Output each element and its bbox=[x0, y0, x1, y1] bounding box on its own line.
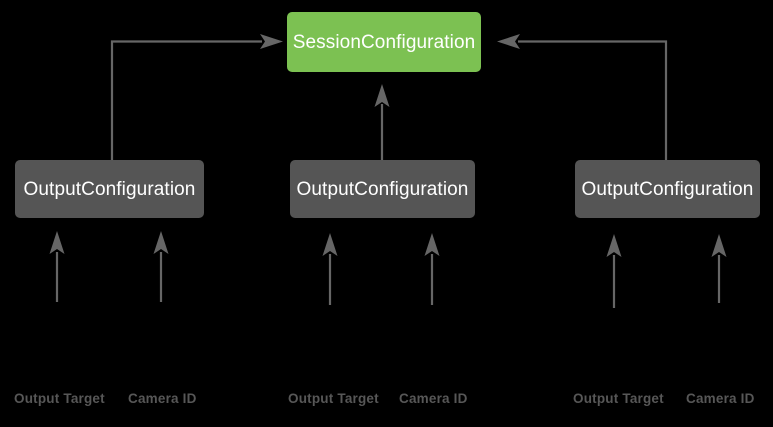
leaf-label-output-target-2-text: Output Target bbox=[288, 391, 379, 406]
edge-leaf-2-to-left-output bbox=[153, 231, 169, 302]
node-output-configuration-1-label: OutputConfiguration bbox=[23, 178, 196, 200]
edge-leaf-6-to-right-output bbox=[711, 234, 727, 303]
leaf-label-camera-id-3-text: Camera ID bbox=[686, 391, 755, 406]
edge-middle-output-to-session bbox=[374, 84, 390, 160]
leaf-label-camera-id-3: Camera ID bbox=[686, 392, 755, 406]
leaf-label-camera-id-1-text: Camera ID bbox=[128, 391, 197, 406]
edge-leaf-5-to-right-output bbox=[606, 234, 622, 308]
edge-leaf-4-to-middle-output bbox=[424, 233, 440, 305]
edge-leaf-1-to-left-output bbox=[49, 231, 65, 302]
leaf-label-output-target-3: Output Target bbox=[573, 392, 664, 406]
node-session-configuration[interactable]: SessionConfiguration bbox=[287, 12, 481, 72]
leaf-label-output-target-3-text: Output Target bbox=[573, 391, 664, 406]
node-output-configuration-2-label: OutputConfiguration bbox=[296, 178, 469, 200]
leaf-label-output-target-2: Output Target bbox=[288, 392, 379, 406]
leaf-label-camera-id-2: Camera ID bbox=[399, 392, 468, 406]
leaf-label-camera-id-2-text: Camera ID bbox=[399, 391, 468, 406]
node-output-configuration-2[interactable]: OutputConfiguration bbox=[290, 160, 475, 218]
node-output-configuration-3-label: OutputConfiguration bbox=[581, 178, 754, 200]
edge-left-output-to-session bbox=[110, 34, 283, 160]
leaf-label-output-target-1-text: Output Target bbox=[14, 391, 105, 406]
leaf-label-output-target-1: Output Target bbox=[14, 392, 105, 406]
edge-leaf-3-to-middle-output bbox=[322, 233, 338, 305]
leaf-label-camera-id-1: Camera ID bbox=[128, 392, 197, 406]
node-output-configuration-3[interactable]: OutputConfiguration bbox=[575, 160, 760, 218]
node-session-configuration-label: SessionConfiguration bbox=[292, 31, 476, 53]
node-output-configuration-1[interactable]: OutputConfiguration bbox=[15, 160, 204, 218]
edge-right-output-to-session bbox=[497, 34, 668, 160]
